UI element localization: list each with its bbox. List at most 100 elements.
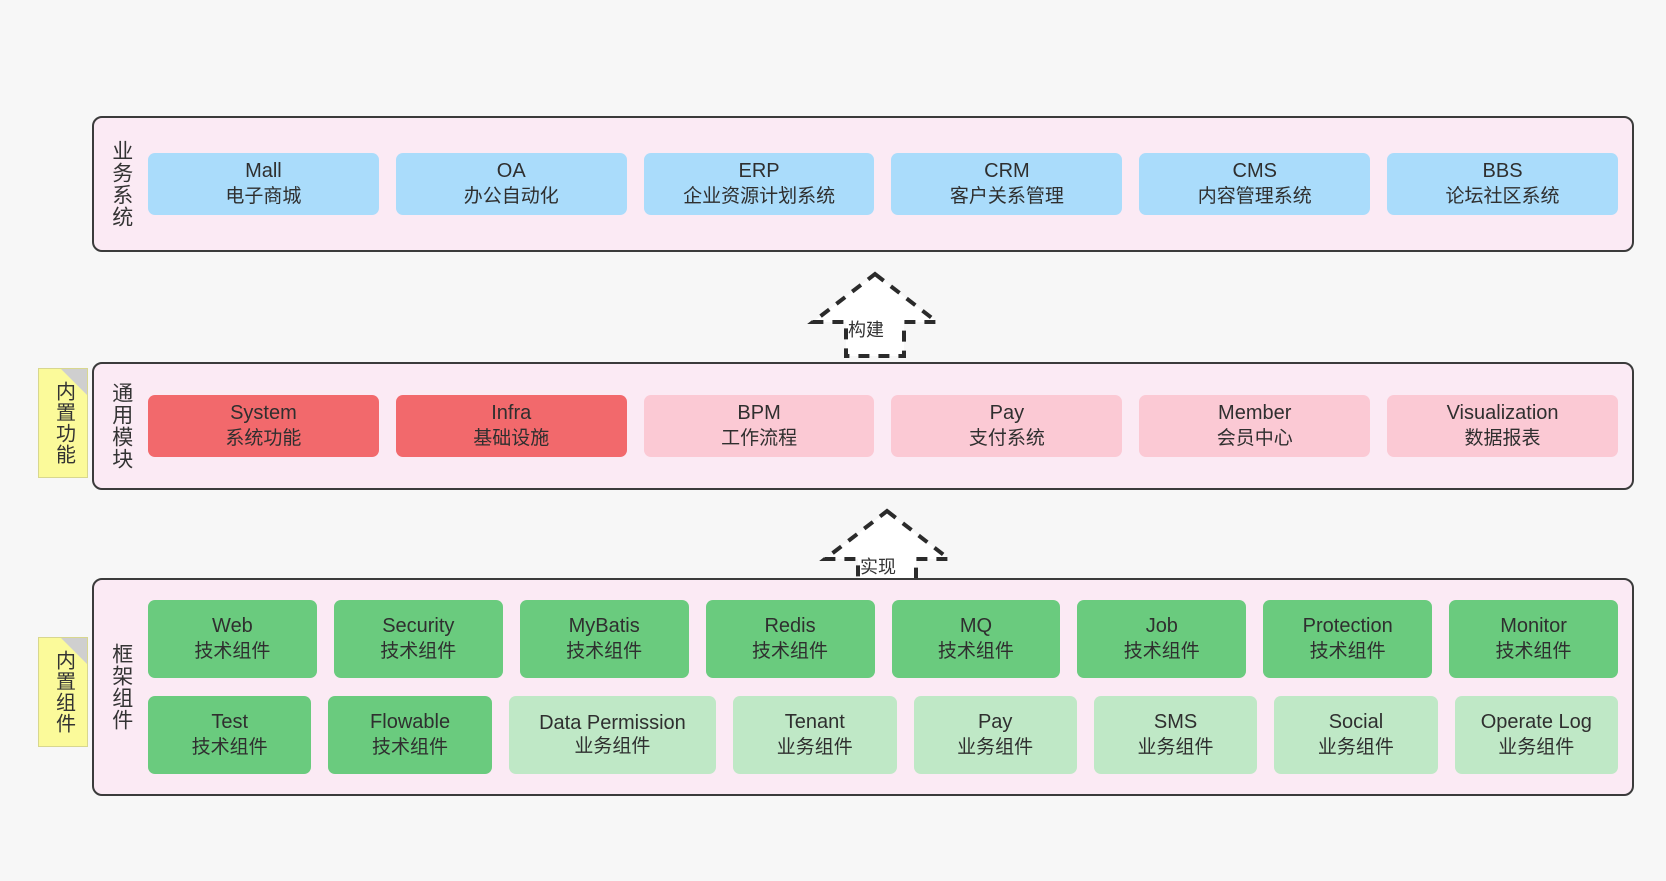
layer-title-framework-component: 框架组件 xyxy=(109,643,133,731)
layer-framework-component: 框架组件 Web 技术组件 Security 技术组件 MyBatis 技术组件… xyxy=(92,578,1634,796)
card-erp[interactable]: ERP 企业资源计划系统 xyxy=(643,153,875,215)
card-subtitle: 会员中心 xyxy=(1216,427,1293,449)
card-title: Web xyxy=(212,615,253,638)
card-title: Redis xyxy=(764,615,816,638)
note-builtin-component-label: 内置组件 xyxy=(52,650,75,734)
card-subtitle: 系统功能 xyxy=(225,427,302,449)
card-title: MyBatis xyxy=(568,615,640,638)
card-subtitle: 客户关系管理 xyxy=(949,185,1064,207)
card-flowable[interactable]: Flowable 技术组件 xyxy=(328,696,492,774)
card-subtitle: 支付系统 xyxy=(968,427,1045,449)
card-subtitle: 技术组件 xyxy=(194,640,271,662)
card-title: MQ xyxy=(959,615,993,638)
card-monitor[interactable]: Monitor 技术组件 xyxy=(1449,600,1618,678)
note-builtin-feature-label: 内置功能 xyxy=(52,381,75,465)
layer-body-business-system: Mall 电子商城 OA 办公自动化 ERP 企业资源计划系统 CRM 客户关系… xyxy=(148,118,1632,250)
card-operate-log[interactable]: Operate Log 业务组件 xyxy=(1454,696,1618,774)
card-subtitle: 业务组件 xyxy=(1498,736,1575,758)
card-subtitle: 业务组件 xyxy=(574,736,651,758)
card-data-permission[interactable]: Data Permission 业务组件 xyxy=(508,696,717,774)
card-row: System 系统功能 Infra 基础设施 BPM 工作流程 Pay 支付系统… xyxy=(148,395,1618,457)
card-title: Test xyxy=(211,711,249,734)
card-subtitle: 技术组件 xyxy=(191,736,268,758)
connector-build-label: 构建 xyxy=(848,320,884,340)
card-infra[interactable]: Infra 基础设施 xyxy=(395,395,627,457)
card-subtitle: 业务组件 xyxy=(957,736,1034,758)
card-job[interactable]: Job 技术组件 xyxy=(1077,600,1247,678)
card-protection[interactable]: Protection 技术组件 xyxy=(1263,600,1433,678)
card-subtitle: 业务组件 xyxy=(1317,736,1394,758)
card-redis[interactable]: Redis 技术组件 xyxy=(705,600,875,678)
layer-common-module: 通用模块 System 系统功能 Infra 基础设施 BPM 工作流程 Pay… xyxy=(92,362,1634,490)
card-row: Web 技术组件 Security 技术组件 MyBatis 技术组件 Redi… xyxy=(148,600,1618,678)
card-web[interactable]: Web 技术组件 xyxy=(148,600,317,678)
card-cms[interactable]: CMS 内容管理系统 xyxy=(1139,153,1371,215)
card-row: Mall 电子商城 OA 办公自动化 ERP 企业资源计划系统 CRM 客户关系… xyxy=(148,153,1618,215)
card-subtitle: 办公自动化 xyxy=(463,185,559,207)
card-title: SMS xyxy=(1153,711,1198,734)
card-subtitle: 论坛社区系统 xyxy=(1445,185,1560,207)
card-title: Flowable xyxy=(370,711,451,734)
card-subtitle: 基础设施 xyxy=(473,427,550,449)
card-crm[interactable]: CRM 客户关系管理 xyxy=(891,153,1123,215)
card-subtitle: 企业资源计划系统 xyxy=(683,185,836,207)
connector-implement: 实现 xyxy=(812,505,962,597)
layer-body-common-module: System 系统功能 Infra 基础设施 BPM 工作流程 Pay 支付系统… xyxy=(148,364,1632,488)
card-title: Social xyxy=(1328,711,1384,734)
card-subtitle: 业务组件 xyxy=(776,736,853,758)
card-bbs[interactable]: BBS 论坛社区系统 xyxy=(1387,153,1618,215)
card-title: Tenant xyxy=(784,711,845,734)
card-title: Infra xyxy=(491,402,532,425)
card-title: System xyxy=(230,402,297,425)
card-subtitle: 电子商城 xyxy=(225,185,302,207)
card-subtitle: 技术组件 xyxy=(752,640,829,662)
card-mall[interactable]: Mall 电子商城 xyxy=(148,153,379,215)
note-fold-corner-icon xyxy=(61,369,87,395)
card-system[interactable]: System 系统功能 xyxy=(148,395,379,457)
card-bpm[interactable]: BPM 工作流程 xyxy=(643,395,875,457)
card-title: CMS xyxy=(1232,160,1277,183)
implement-arrow-icon xyxy=(819,508,955,595)
layer-title-common-module: 通用模块 xyxy=(109,382,133,470)
layer-business-system: 业务系统 Mall 电子商城 OA 办公自动化 ERP 企业资源计划系统 CRM… xyxy=(92,116,1634,252)
card-title: ERP xyxy=(738,160,780,183)
card-mybatis[interactable]: MyBatis 技术组件 xyxy=(519,600,689,678)
card-test[interactable]: Test 技术组件 xyxy=(148,696,312,774)
card-sms[interactable]: SMS 业务组件 xyxy=(1093,696,1258,774)
card-tenant[interactable]: Tenant 业务组件 xyxy=(733,696,897,774)
note-builtin-feature: 内置功能 xyxy=(38,368,88,478)
card-title: Monitor xyxy=(1500,615,1567,638)
card-mq[interactable]: MQ 技术组件 xyxy=(891,600,1061,678)
card-social[interactable]: Social 业务组件 xyxy=(1274,696,1438,774)
card-title: Visualization xyxy=(1446,402,1559,425)
connector-implement-label: 实现 xyxy=(860,557,896,577)
card-member[interactable]: Member 会员中心 xyxy=(1139,395,1371,457)
card-subtitle: 内容管理系统 xyxy=(1197,185,1312,207)
layer-title-business-system: 业务系统 xyxy=(109,140,133,228)
card-pay[interactable]: Pay 支付系统 xyxy=(891,395,1123,457)
card-subtitle: 技术组件 xyxy=(937,640,1014,662)
card-subtitle: 数据报表 xyxy=(1464,427,1541,449)
card-title: Data Permission xyxy=(539,711,686,734)
card-oa[interactable]: OA 办公自动化 xyxy=(395,153,627,215)
card-title: Pay xyxy=(977,711,1013,734)
card-subtitle: 技术组件 xyxy=(566,640,643,662)
connector-build: 构建 xyxy=(800,268,950,360)
card-visualization[interactable]: Visualization 数据报表 xyxy=(1387,395,1618,457)
card-security[interactable]: Security 技术组件 xyxy=(333,600,503,678)
build-arrow-icon xyxy=(807,271,943,358)
card-subtitle: 工作流程 xyxy=(721,427,798,449)
card-subtitle: 技术组件 xyxy=(1123,640,1200,662)
card-title: Pay xyxy=(989,402,1025,425)
card-title: CRM xyxy=(984,160,1030,183)
card-title: Member xyxy=(1218,402,1292,425)
card-subtitle: 业务组件 xyxy=(1137,736,1214,758)
card-title: BBS xyxy=(1482,160,1523,183)
card-title: BPM xyxy=(737,402,781,425)
card-subtitle: 技术组件 xyxy=(1495,640,1572,662)
note-builtin-component: 内置组件 xyxy=(38,637,88,747)
card-title: Job xyxy=(1145,615,1178,638)
card-title: Security xyxy=(382,615,455,638)
card-row: Test 技术组件 Flowable 技术组件 Data Permission … xyxy=(148,696,1618,774)
card-pay-business[interactable]: Pay 业务组件 xyxy=(913,696,1077,774)
